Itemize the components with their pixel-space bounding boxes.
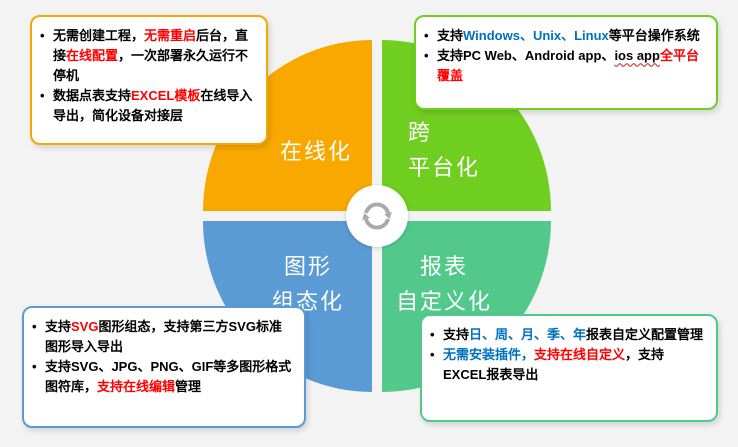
- text-segment: ，支持EXCEL报表导出: [443, 347, 665, 382]
- text-segment: 支持: [443, 327, 470, 342]
- text-segment: 等平台操作系统: [608, 28, 700, 43]
- text-segment: 图形组态，支持第三方SVG标准图形导入导出: [45, 319, 282, 354]
- text-segment: 支持SVG、JPG、PNG、GIF等多图形格式图符库，: [45, 359, 292, 394]
- text-segment: 在线导入导出，简化设备对接层: [53, 88, 253, 123]
- bullet-item: • 支持PC Web、Android app、ios app全平台覆盖: [424, 46, 706, 86]
- text-segment: Windows、Unix、Linux: [463, 28, 609, 43]
- bullet-marker: •: [430, 347, 435, 362]
- bullet-marker: •: [40, 28, 45, 43]
- label-line: 图形: [283, 254, 332, 279]
- bullet-marker: •: [32, 319, 37, 334]
- label-line: 自定义化: [396, 289, 493, 314]
- text-segment: ios app: [614, 48, 660, 63]
- text-segment: 在线配置: [66, 48, 119, 63]
- bullet-item: • 数据点表支持EXCEL模板在线导入导出，简化设备对接层: [40, 86, 256, 126]
- text-segment: 管理: [175, 379, 202, 394]
- text-segment: 数据点表支持: [53, 88, 132, 103]
- text-segment: 报表自定义配置管理: [586, 327, 704, 342]
- bullet-item: • 无需创建工程，无需重启后台，直接在线配置，一次部署永久运行不停机: [40, 26, 256, 86]
- callout-cross-platform: • 支持Windows、Unix、Linux等平台操作系统 • 支持PC Web、An…: [414, 15, 718, 110]
- text-segment: 支持PC Web、Android app、: [437, 48, 615, 63]
- bullet-item: • 无需安装插件，支持在线自定义，支持EXCEL报表导出: [430, 345, 706, 385]
- bullet-marker: •: [430, 327, 435, 342]
- bullet-marker: •: [424, 48, 429, 63]
- bullet-marker: •: [424, 28, 429, 43]
- quadrant-cross-platform: 跨平台化: [382, 40, 551, 211]
- callout-report-custom: • 支持日、周、月、季、年报表自定义配置管理 • 无需安装插件，支持在线自定义，支持E…: [420, 314, 718, 422]
- quadrant-cross-platform-label: 跨平台化: [408, 115, 480, 185]
- label-line: 在线化: [279, 139, 352, 164]
- text-segment: 支持在线自定义: [534, 347, 626, 362]
- text-segment: SVG: [71, 319, 99, 334]
- bullet-item: • 支持SVG图形组态，支持第三方SVG标准图形导入导出: [32, 317, 294, 357]
- text-segment: 支持: [45, 319, 72, 334]
- bullet-item: • 支持日、周、月、季、年报表自定义配置管理: [430, 325, 706, 345]
- text-segment: 日、周、月、季、年: [469, 327, 587, 342]
- sync-arrows-icon: [362, 202, 392, 230]
- label-line: 平台化: [408, 155, 481, 180]
- bullet-item: • 支持Windows、Unix、Linux等平台操作系统: [424, 26, 706, 46]
- bullet-text: 支持SVG、JPG、PNG、GIF等多图形格式图符库，支持在线编辑管理: [45, 357, 294, 397]
- bullet-text: 无需安装插件，支持在线自定义，支持EXCEL报表导出: [443, 345, 706, 385]
- text-segment: 无需安装插件，: [443, 347, 535, 362]
- callout-graphic-config: • 支持SVG图形组态，支持第三方SVG标准图形导入导出 • 支持SVG、JPG、PN…: [22, 306, 306, 428]
- text-segment: 无需重启: [144, 28, 197, 43]
- bullet-text: 数据点表支持EXCEL模板在线导入导出，简化设备对接层: [53, 86, 256, 126]
- label-line: 跨: [408, 120, 433, 145]
- bullet-text: 无需创建工程，无需重启后台，直接在线配置，一次部署永久运行不停机: [53, 26, 256, 86]
- quadrant-report-custom-label: 报表自定义化: [396, 249, 492, 319]
- text-segment: 全平台覆盖: [437, 48, 699, 83]
- bullet-item: • 支持SVG、JPG、PNG、GIF等多图形格式图符库，支持在线编辑管理: [32, 357, 294, 397]
- cycle-hub: [346, 185, 408, 247]
- bullet-text: 支持SVG图形组态，支持第三方SVG标准图形导入导出: [45, 317, 294, 357]
- bullet-marker: •: [40, 88, 45, 103]
- bullet-text: 支持Windows、Unix、Linux等平台操作系统: [437, 26, 706, 46]
- text-segment: ，一次部署永久运行不停机: [53, 48, 249, 83]
- bullet-text: 支持PC Web、Android app、ios app全平台覆盖: [437, 46, 706, 86]
- text-segment: EXCEL模板: [131, 88, 201, 103]
- text-segment: 支持在线编辑: [97, 379, 176, 394]
- bullet-text: 支持日、周、月、季、年报表自定义配置管理: [443, 325, 706, 345]
- text-segment: 支持: [437, 28, 464, 43]
- bullet-marker: •: [32, 359, 37, 374]
- text-segment: 后台，直接: [53, 28, 249, 63]
- label-line: 报表: [420, 254, 469, 279]
- callout-online: • 无需创建工程，无需重启后台，直接在线配置，一次部署永久运行不停机 • 数据点表支持…: [30, 15, 268, 145]
- quadrant-online-label: 在线化: [280, 134, 352, 169]
- text-segment: 无需创建工程，: [53, 28, 145, 43]
